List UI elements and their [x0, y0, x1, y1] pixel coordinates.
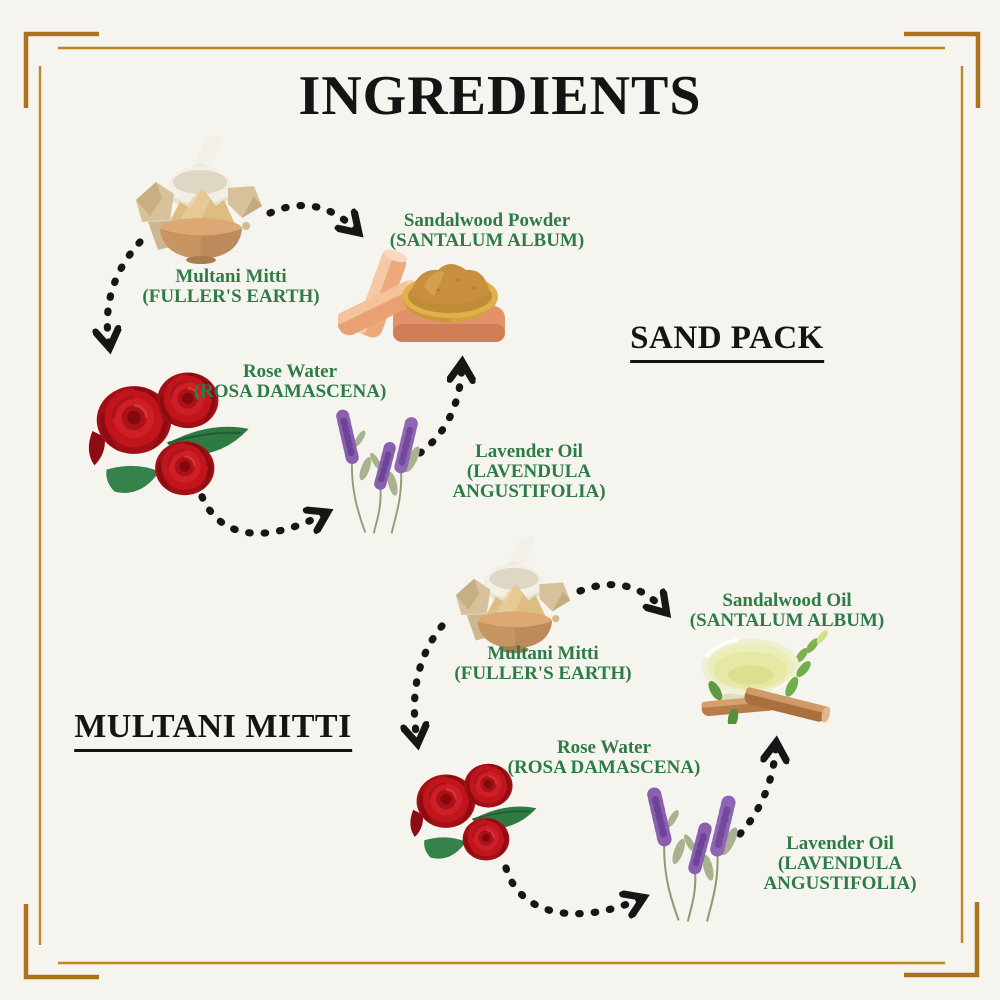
arrow-multani-to-sandalwood-top [266, 202, 356, 230]
ingredient-label-multani-mitti-bottom: Multani Mitti (FULLER'S EARTH) [454, 644, 631, 684]
ingredient-name: Sandalwood Powder [403, 210, 571, 231]
ingredient-label-sandalwood-oil: Sandalwood Oil (SANTALUM ALBUM) [690, 591, 884, 631]
ingredient-name: Rose Water [242, 361, 338, 382]
ingredient-label-lavender-oil-top: Lavender Oil (LAVENDULA ANGUSTIFOLIA) [450, 442, 608, 502]
lavender-image [324, 408, 446, 536]
section-heading-multani-mitti: MULTANI MITTI [74, 708, 352, 752]
ingredient-latin: (FULLER'S EARTH) [454, 663, 632, 684]
section-heading-sand-pack: SAND PACK [630, 320, 824, 363]
sandalwood-oil-image [682, 626, 834, 724]
ingredient-label-sandalwood-powder: Sandalwood Powder (SANTALUM ALBUM) [390, 211, 584, 251]
ingredient-name: Multani Mitti [487, 643, 599, 664]
section-heading-text: SAND PACK [630, 320, 824, 363]
ingredient-latin: (ROSA DAMASCENA) [193, 381, 387, 402]
ingredient-latin: (FULLER'S EARTH) [142, 286, 320, 307]
ingredient-latin: (SANTALUM ALBUM) [689, 610, 885, 631]
arrow-multani-to-sandalwood-bottom [576, 581, 664, 610]
section-heading-text: MULTANI MITTI [74, 708, 352, 752]
ingredient-name: Multani Mitti [175, 266, 287, 287]
ingredient-latin: (LAVENDULA ANGUSTIFOLIA) [763, 853, 917, 894]
multani-mitti-image [130, 136, 270, 266]
multani-mitti-image [449, 537, 579, 655]
ingredient-label-rose-water-bottom: Rose Water (ROSA DAMASCENA) [508, 738, 701, 778]
sandalwood-powder-image [338, 246, 508, 346]
ingredient-label-multani-mitti-top: Multani Mitti (FULLER'S EARTH) [142, 267, 319, 307]
arrow-multani-to-rose-bottom [414, 622, 446, 740]
ingredient-name: Rose Water [556, 737, 652, 758]
ingredient-name: Lavender Oil [475, 441, 583, 462]
ingredient-latin: (SANTALUM ALBUM) [389, 230, 585, 251]
ingredient-latin: (LAVENDULA ANGUSTIFOLIA) [452, 461, 606, 502]
ingredient-name: Sandalwood Oil [722, 590, 852, 611]
ingredient-name: Lavender Oil [786, 833, 894, 854]
ingredient-latin: (ROSA DAMASCENA) [507, 757, 701, 778]
page-title: INGREDIENTS [298, 65, 702, 127]
lavender-image [634, 786, 766, 924]
ingredient-label-lavender-oil-bottom: Lavender Oil (LAVENDULA ANGUSTIFOLIA) [761, 834, 919, 894]
ingredient-label-rose-water-top: Rose Water (ROSA DAMASCENA) [194, 362, 387, 402]
